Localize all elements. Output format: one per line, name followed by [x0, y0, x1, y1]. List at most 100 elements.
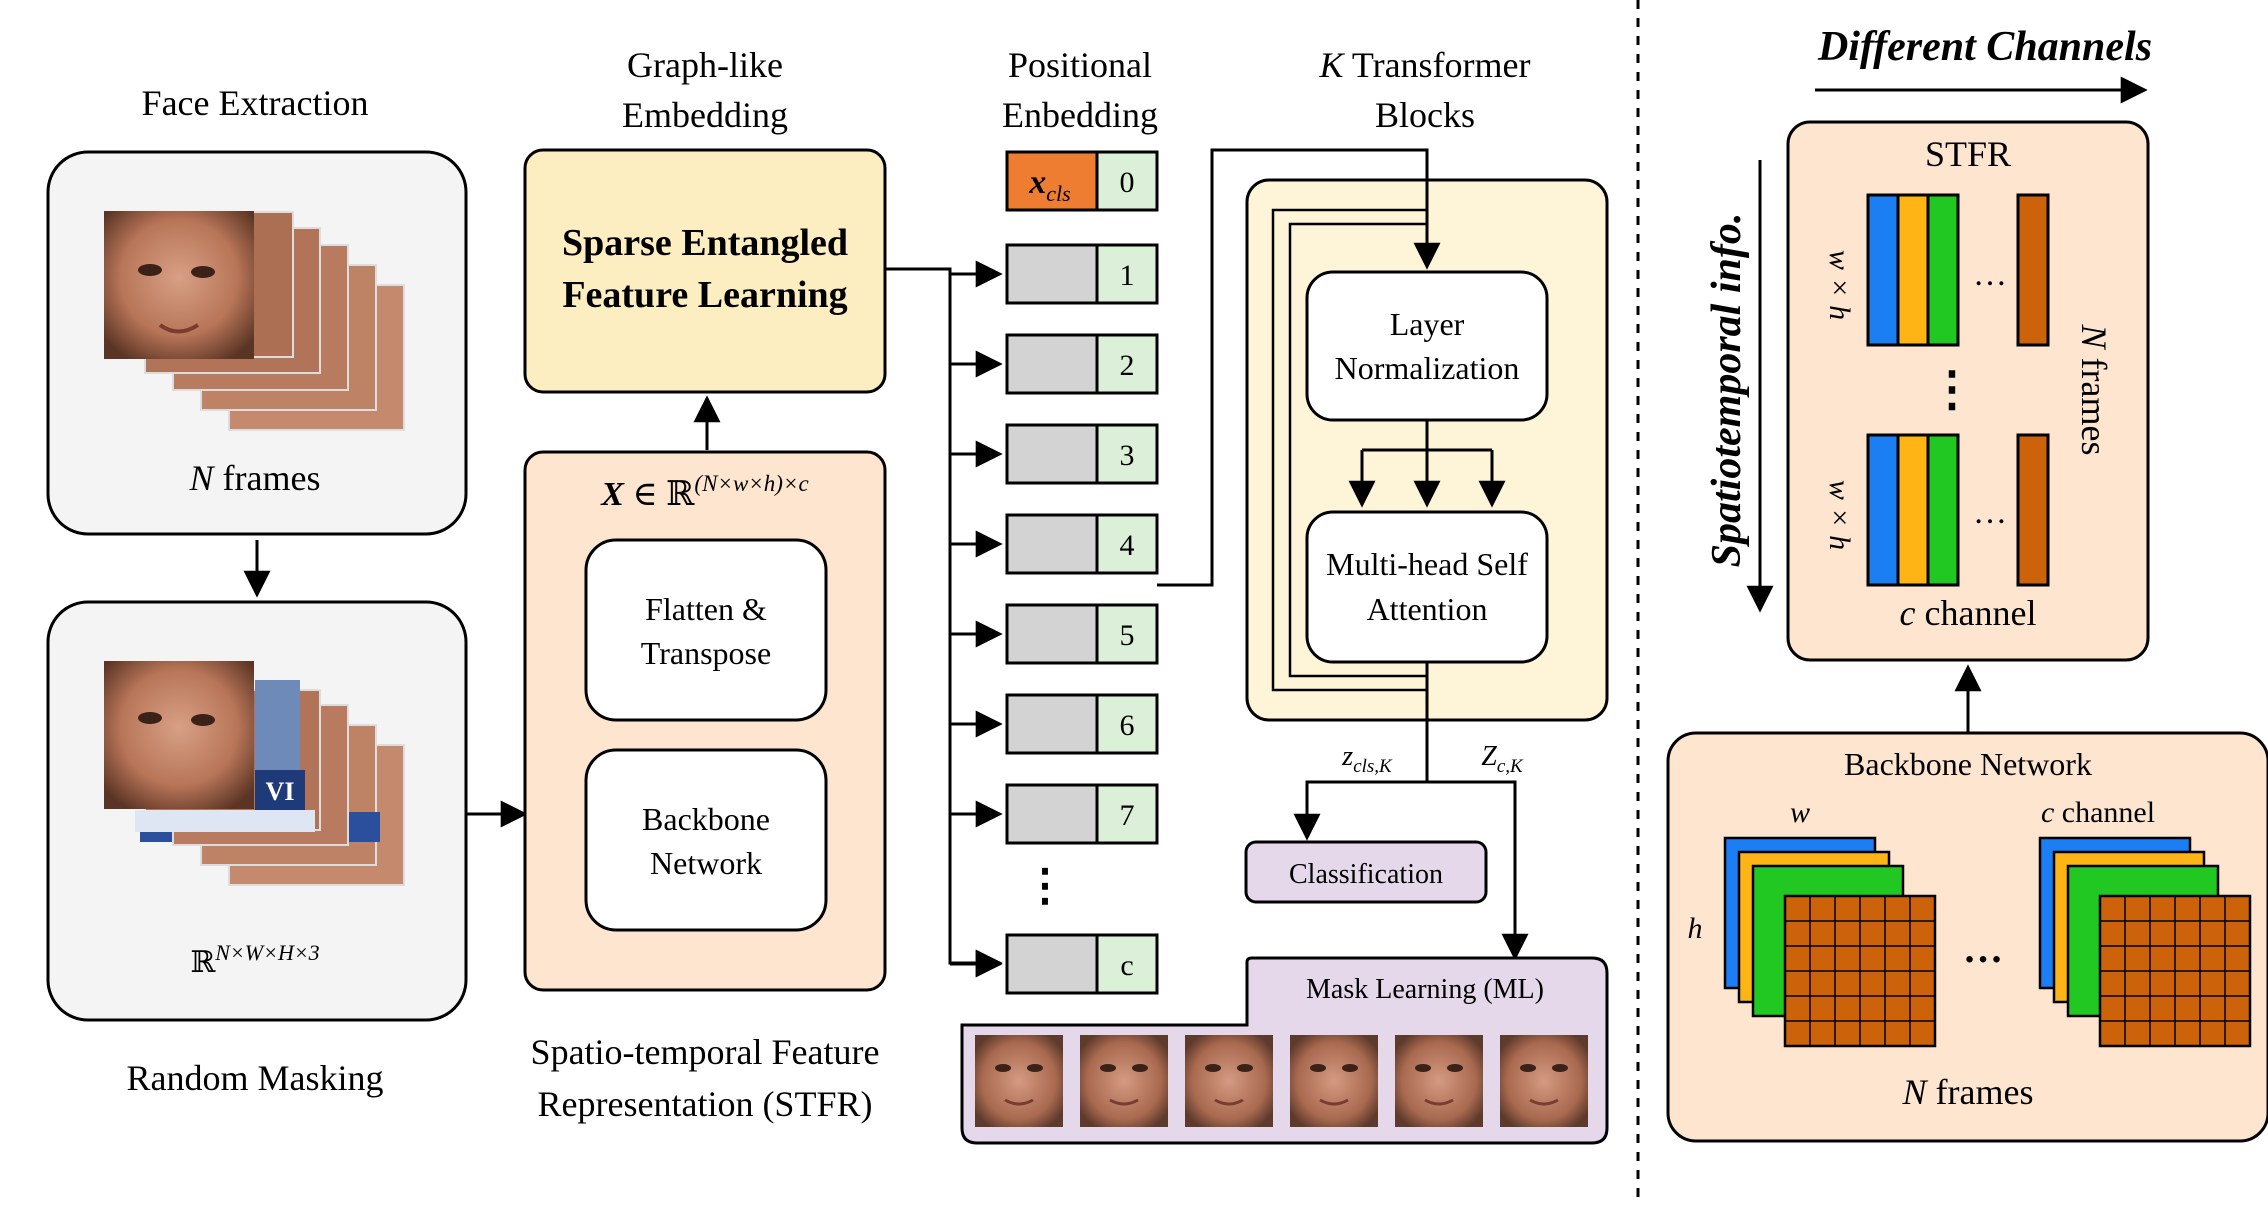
cls-token-label: xcls	[1028, 164, 1070, 206]
channel-bar-last	[2016, 433, 2050, 587]
pos-token-label: 1	[1120, 259, 1135, 292]
channel-bar	[1896, 193, 1930, 347]
trunk-connector	[885, 267, 1003, 977]
pos-token	[1095, 513, 1159, 575]
arrow-to-classification	[1293, 780, 1427, 841]
ml-face-patch	[1500, 1035, 1588, 1127]
layernorm-to-mhsa-arrows	[1348, 420, 1506, 508]
wh-label-bottom: w × h	[1823, 480, 1856, 550]
right-backbone-title: Backbone Network	[1844, 746, 2092, 782]
layer-norm-line1: Layer	[1390, 306, 1465, 342]
pos-token-0	[1095, 150, 1159, 212]
stfr-vdots: ⋮	[1928, 363, 1976, 416]
ml-face-patch	[1395, 1035, 1483, 1127]
mhsa-line2: Attention	[1367, 591, 1488, 627]
sparse-entangled-line1: Sparse Entangled	[562, 222, 848, 264]
token-rows: 1 2 3 4 5 6 7 c	[950, 243, 1159, 995]
masked-face-image	[104, 661, 254, 809]
layer-norm-box	[1305, 270, 1549, 422]
positional-title-1: Positional	[1008, 45, 1152, 85]
cls-token	[1005, 150, 1099, 212]
ml-face-patch	[975, 1035, 1063, 1127]
pos-token	[1095, 693, 1159, 755]
token-embedding	[1005, 243, 1099, 305]
face-frames-stack	[104, 211, 405, 431]
mhsa-line1: Multi-head Self	[1326, 546, 1528, 582]
stfr-backbone-box	[584, 748, 828, 932]
classification-label: Classification	[1289, 859, 1443, 890]
stfr-hdots-bottom: …	[1973, 494, 2007, 531]
backbone-feature-stacks	[1723, 836, 2252, 1048]
face-extraction-frames-label: N frames	[189, 458, 321, 498]
random-masking-title: Random Masking	[127, 1058, 384, 1098]
pos-token-label: 7	[1120, 799, 1135, 832]
residual-loop-inner	[1288, 222, 1427, 678]
tokens-ellipsis: ⋮	[1023, 861, 1067, 910]
token-embedding	[1005, 693, 1099, 755]
stfr-hdots-top: …	[1973, 256, 2007, 293]
stfr-backbone-line1: Backbone	[642, 801, 770, 837]
stfr-channel-bars	[1866, 193, 2050, 587]
pos-token	[1095, 243, 1159, 305]
face-extraction-title: Face Extraction	[142, 83, 369, 123]
pos-token	[1095, 423, 1159, 485]
pos-token	[1095, 333, 1159, 395]
sparse-entangled-line2: Feature Learning	[562, 274, 847, 316]
arrow-to-mask-learning	[1427, 780, 1529, 961]
pos-token-0-label: 0	[1120, 166, 1135, 199]
token-embedding	[1005, 423, 1099, 485]
graph-embedding-title-1: Graph-like	[627, 45, 783, 85]
stfr-backbone-line2: Network	[650, 845, 762, 881]
flatten-line1: Flatten &	[645, 591, 767, 627]
stfr-formula: X ∈ ℝ(N×w×h)×c	[600, 471, 808, 513]
token-embedding	[1005, 933, 1099, 995]
token-to-transformer-connector	[1157, 148, 1441, 587]
mask-learning-patches	[975, 1035, 1588, 1127]
ml-face-patch	[1080, 1035, 1168, 1127]
wh-label-top: w × h	[1823, 250, 1856, 320]
pos-token-label: c	[1120, 949, 1133, 982]
backbone-n-frames: N frames	[1902, 1072, 2034, 1112]
stfr-n-frames: N frames	[2074, 324, 2114, 456]
token-embedding	[1005, 783, 1099, 845]
channel-bar	[1896, 433, 1930, 587]
pos-token-label: 3	[1120, 439, 1135, 472]
channel-bar	[1926, 193, 1960, 347]
stfr-c-channel: c channel	[1900, 593, 2037, 633]
z-cls-label: zcls,K	[1341, 741, 1393, 777]
backbone-c-channel: c channel	[2041, 796, 2155, 829]
layer-norm-line2: Normalization	[1335, 350, 1520, 386]
transformer-title-1: K Transformer	[1318, 45, 1530, 85]
backbone-dots: …	[1963, 926, 2003, 971]
channel-bar	[1866, 433, 1900, 587]
random-masking-shape: ℝN×W×H×3	[190, 940, 319, 979]
masked-overlay-text: VI	[266, 777, 295, 806]
mask-learning-label: Mask Learning (ML)	[1306, 974, 1544, 1005]
pos-token-label: 5	[1120, 619, 1135, 652]
different-channels-label: Different Channels	[1817, 24, 2152, 70]
channel-bar-last	[2016, 193, 2050, 347]
pos-token-label: 2	[1120, 349, 1135, 382]
pos-token-label: 4	[1120, 529, 1135, 562]
ml-face-patch	[1290, 1035, 1378, 1127]
pos-token-label: 6	[1120, 709, 1135, 742]
classification-box	[1244, 840, 1488, 904]
backbone-h-label: h	[1688, 912, 1703, 945]
masked-frames-stack: VI	[104, 661, 405, 886]
channel-bar	[1926, 433, 1960, 587]
backbone-w-label: w	[1790, 796, 1810, 829]
face-image	[104, 211, 254, 359]
graph-embedding-title-2: Embedding	[622, 95, 788, 135]
flatten-line2: Transpose	[641, 635, 771, 671]
sparse-entangled-box	[523, 148, 887, 394]
pos-token	[1095, 933, 1159, 995]
ml-face-patch	[1185, 1035, 1273, 1127]
transformer-title-2: Blocks	[1375, 95, 1475, 135]
pos-token	[1095, 783, 1159, 845]
pos-token	[1095, 603, 1159, 665]
spatiotemporal-info-label: Spatiotemporal info.	[1704, 213, 1750, 568]
stfr-caption-2: Representation (STFR)	[538, 1084, 873, 1124]
right-stfr-title: STFR	[1925, 134, 2011, 174]
z-c-label: Zc,K	[1481, 741, 1524, 777]
